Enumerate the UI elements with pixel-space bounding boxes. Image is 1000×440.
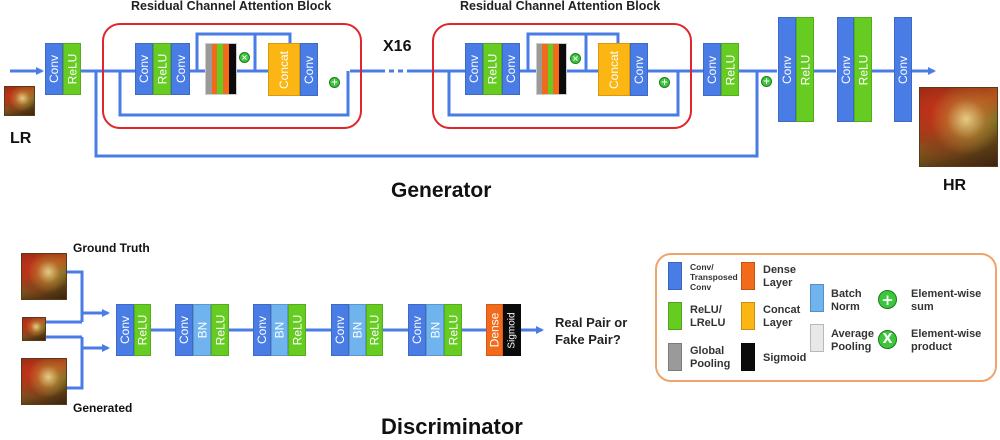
disc-b2-bn: BN [193,304,211,356]
rcab2-sum-icon: + [659,77,670,88]
gen-post-relu: ReLU [721,43,739,96]
disc-b2-conv: Conv [175,304,193,356]
rcab1-conv-1: Conv [135,43,153,95]
disc-b4-conv: Conv [331,304,349,356]
hr-label: HR [943,177,967,194]
legend-swatch-conv [668,262,682,290]
legend-swatch-dense [741,262,755,290]
discriminator-title: Discriminator [381,414,523,439]
rcab2-relu: ReLU [483,43,502,95]
legend-label-dense: Dense Layer [763,264,797,289]
generated-label: Generated [73,401,133,415]
legend-label-conv: Conv/ Transposed Conv [690,262,738,292]
generator-title: Generator [391,179,492,202]
legend-product-icon: X [878,330,897,349]
rcab1-skip [118,71,350,117]
legend-label-sum: Element-wise sum [911,288,982,313]
legend-swatch-average-pooling [810,324,824,352]
rcab1-att-skip [195,32,292,71]
legend-label-global-pooling: Global Pooling [690,345,731,370]
rcab2-frame [432,23,692,129]
legend-label-relu: ReLU/ LReLU [690,304,726,329]
legend-sum-icon: + [878,290,897,309]
ground-truth-label: Ground Truth [73,241,150,255]
gen-long-skip [94,71,759,158]
rcab2-att-skip [526,32,620,71]
disc-b4-relu: ReLU [366,304,383,356]
rcab1-conv-3: Conv [300,43,318,96]
disc-b1-relu: ReLU [134,304,151,356]
rcab2-skip [447,71,680,117]
legend-swatch-sigmoid [741,343,755,371]
rcab1-conv-2: Conv [171,43,190,95]
disc-gt-line [66,270,84,322]
disc-b5-bn: BN [426,304,444,356]
rcab2-attention-stack [536,43,567,95]
legend-swatch-global-pooling [668,343,682,371]
disc-b3-bn: BN [271,304,288,356]
repeat-label: X16 [383,38,412,55]
rcab1-product-icon: × [239,52,250,63]
gen-final-conv: Conv [894,17,912,122]
lr-input-image [22,317,46,341]
disc-output-label: Real Pair or Fake Pair? [555,315,628,347]
disc-sigmoid: Sigmoid [503,304,521,356]
disc-gen-line [66,337,84,390]
legend-label-product: Element-wise product [911,328,982,353]
rcab1-concat: Concat [268,43,300,96]
legend: Conv/ Transposed Conv ReLU/ LReLU Global… [655,253,997,382]
gen-up2-conv: Conv [837,17,854,122]
gen-up2-relu: ReLU [854,17,872,122]
rcab2-product-icon: × [570,53,581,64]
legend-label-average-pooling: Average Pooling [831,328,875,353]
gen-up1-relu: ReLU [796,17,814,122]
legend-label-batch-norm: Batch Norm [831,288,862,313]
legend-label-sigmoid: Sigmoid [763,352,807,364]
disc-b1-conv: Conv [116,304,134,356]
gen-global-sum-icon: + [761,76,772,87]
rcab1-title: Residual Channel Attention Block [131,0,332,13]
gen-head-relu: ReLU [63,43,81,95]
legend-swatch-concat [741,302,755,330]
rcab2-conv-1: Conv [465,43,483,95]
disc-dense: Dense [486,304,503,356]
rcab2-title: Residual Channel Attention Block [460,0,661,13]
rcab1-relu: ReLU [153,43,171,95]
disc-b5-conv: Conv [408,304,426,356]
gen-head-conv: Conv [45,43,63,95]
rcab1-sum-icon: + [329,77,340,88]
lr-label: LR [10,130,32,147]
rcab2-conv-3: Conv [630,43,648,96]
disc-b3-conv: Conv [253,304,271,356]
disc-b5-relu: ReLU [444,304,462,356]
rcab2-conv-2: Conv [502,43,520,95]
rcab2-concat: Concat [598,43,630,96]
gen-post-conv: Conv [703,43,721,96]
disc-b3-relu: ReLU [288,304,306,356]
legend-label-concat: Concat Layer [763,304,801,329]
legend-swatch-relu [668,302,682,330]
disc-b2-relu: ReLU [211,304,229,356]
ground-truth-image [21,253,67,300]
lr-image [4,86,35,116]
generated-image [21,358,67,405]
gen-up1-conv: Conv [778,17,796,122]
legend-swatch-batch-norm [810,284,824,312]
rcab1-frame [102,23,362,129]
rcab1-attention-stack [205,43,237,95]
hr-image [919,87,998,167]
disc-b4-bn: BN [349,304,366,356]
